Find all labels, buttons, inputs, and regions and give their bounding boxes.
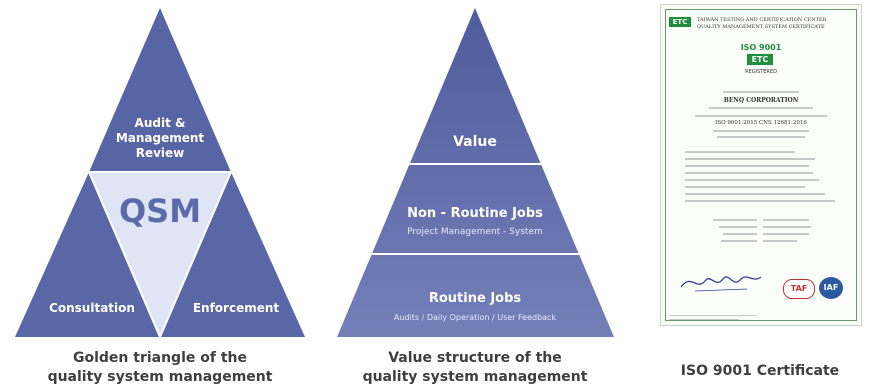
golden-triangle-caption-line2: quality system management bbox=[47, 369, 273, 385]
pyramid-shape bbox=[337, 8, 614, 337]
etc-logo: ETC bbox=[669, 17, 691, 27]
triangle-top-label-line2: Management bbox=[116, 131, 205, 145]
golden-triangle-caption: Golden triangle of the quality system ma… bbox=[0, 349, 320, 387]
certificate-standard: ISO 9001:2015 CNS 12681:2016 bbox=[715, 120, 807, 126]
consultation-label: Consultation bbox=[49, 301, 135, 315]
pyramid-level-routine-title: Routine Jobs bbox=[429, 291, 522, 306]
pyramid-level-routine-subtitle: Audits / Daily Operation / User Feedback bbox=[394, 313, 557, 322]
triangle-right-section bbox=[160, 172, 305, 337]
value-pyramid-diagram: Value Non - Routine Jobs Project Managem… bbox=[337, 8, 614, 337]
certificate-registered: REGISTERED bbox=[745, 69, 777, 75]
certificate-etc-mark: ETC bbox=[747, 54, 773, 65]
value-pyramid-caption: Value structure of the quality system ma… bbox=[320, 349, 630, 387]
certificate-company: BENQ CORPORATION bbox=[723, 97, 799, 104]
iaf-badge: IAF bbox=[819, 277, 843, 299]
value-pyramid-panel: Value Non - Routine Jobs Project Managem… bbox=[330, 0, 630, 392]
value-pyramid-caption-line1: Value structure of the bbox=[388, 350, 562, 366]
golden-triangle-panel: Audit & Management Review QSM Consultati… bbox=[0, 0, 320, 392]
triangle-top-label-line3: Review bbox=[136, 146, 185, 160]
pyramid-level-nonroutine-subtitle: Project Management - System bbox=[407, 227, 542, 237]
president-signature bbox=[680, 276, 762, 292]
enforcement-label: Enforcement bbox=[193, 301, 280, 315]
pyramid-level-nonroutine-title: Non - Routine Jobs bbox=[407, 206, 543, 221]
triangle-left-section bbox=[15, 172, 160, 337]
golden-triangle-caption-line1: Golden triangle of the bbox=[72, 350, 247, 366]
certificate-header-line2: QUALITY MANAGEMENT SYSTEM CERTIFICATE bbox=[697, 24, 825, 30]
iso-certificate-image: ETC TAIWAN TESTING AND CERTIFICATION CEN… bbox=[660, 4, 862, 326]
certificate-iso-title: ISO 9001 bbox=[740, 43, 782, 52]
triangle-top-label-line1: Audit & bbox=[135, 116, 186, 130]
triangle-center-section bbox=[89, 172, 231, 337]
value-pyramid-caption-line2: quality system management bbox=[362, 369, 588, 385]
triangle-top-section bbox=[89, 8, 231, 172]
certificate-border bbox=[665, 9, 857, 321]
taf-badge: TAF bbox=[783, 279, 815, 299]
qsm-label: QSM bbox=[119, 192, 201, 230]
certificate-header-line1: TAIWAN TESTING AND CERTIFICATION CENTER bbox=[697, 17, 827, 23]
golden-triangle-diagram: Audit & Management Review QSM Consultati… bbox=[15, 8, 305, 340]
pyramid-level-value-title: Value bbox=[453, 134, 497, 150]
certificate-caption: ISO 9001 Certificate bbox=[680, 363, 840, 379]
